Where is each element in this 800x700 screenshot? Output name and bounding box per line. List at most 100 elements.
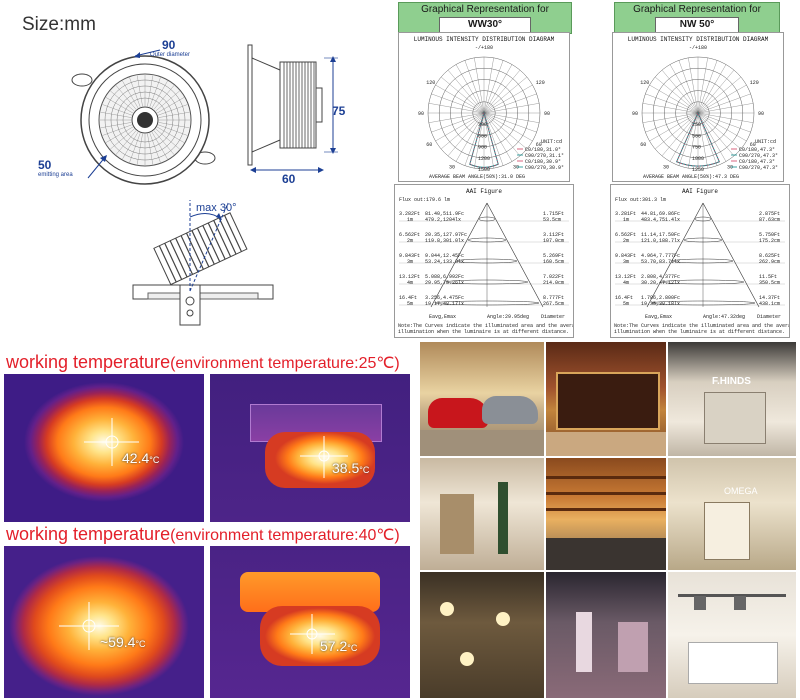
aai-left-bottom: 4m	[407, 280, 413, 286]
aai-left-top: 13.12Ft	[399, 274, 420, 280]
polar-spoke	[649, 112, 699, 142]
reflector-facet-line	[129, 133, 141, 163]
height-dimension: 75	[332, 104, 346, 118]
aai-right-top: 3.112Ft	[543, 232, 564, 238]
polar-spoke	[474, 112, 485, 169]
car-shape	[482, 396, 538, 424]
polar-spoke	[428, 103, 485, 114]
depth-dimension: 60	[282, 172, 296, 186]
aai-center-bottom: 30.20,47.12lx	[641, 280, 680, 286]
reflector-facet-line	[149, 133, 161, 163]
emitting-area-value: 50	[38, 158, 52, 172]
polar-spoke	[483, 84, 533, 114]
aai-left-top: 3.281Ft	[615, 211, 636, 217]
aai-left-bottom: 3m	[623, 259, 629, 265]
aai-center-top: 9.044,12.45Fc	[425, 253, 464, 259]
polar-tick-left: 90	[632, 111, 638, 117]
photo-shop-interior	[420, 458, 544, 570]
photo-track-lights	[668, 572, 796, 698]
reflector-facet-line	[129, 77, 141, 107]
polar-spoke	[455, 112, 485, 162]
polar-spoke	[645, 112, 699, 133]
polar-spoke	[669, 112, 699, 162]
crosshair-icon	[59, 602, 119, 650]
aai-foot-right: Diameter	[541, 314, 565, 320]
aai-center-top: 20.35,127.97Fc	[425, 232, 467, 238]
heading-suffix: (environment temperature:25℃)	[170, 355, 400, 372]
reflector-facet-line	[115, 85, 137, 110]
reflector-facet-line	[153, 85, 175, 110]
aai-cone-edge	[702, 202, 760, 308]
polar-spoke	[441, 112, 485, 150]
polar-spoke	[697, 70, 735, 114]
polar-legend-entry: C90/270,31.1°	[525, 153, 564, 159]
polar-tick-left: 120	[640, 80, 649, 86]
temperature-reading: 38.5°C	[332, 460, 370, 476]
aai-left-bottom: 1m	[407, 217, 413, 223]
mannequin-shape	[576, 612, 592, 672]
polar-ring-label: 900	[478, 145, 487, 151]
reflector-facet-line	[147, 133, 154, 165]
polar-spoke	[642, 103, 699, 114]
polar-ring-label: 250	[692, 122, 701, 128]
aai-right-top: 5.750Ft	[759, 232, 780, 238]
polar-spoke	[642, 112, 699, 123]
aai-flux: Flux out:301.3 lm	[615, 197, 666, 203]
polar-beam-curve	[469, 111, 499, 168]
photo-ceiling-downlights	[420, 572, 544, 698]
reflector-facet-line	[149, 77, 161, 107]
polar-ring-label: 1000	[692, 156, 704, 162]
polar-legend-entry: C0/180,47.3°	[739, 159, 775, 165]
photometric-header-text: Graphical Representation for	[633, 4, 761, 15]
polar-spoke	[678, 112, 699, 166]
polar-unit: UNIT:cd	[755, 139, 776, 145]
aai-right-bottom: 214.0cm	[543, 280, 564, 286]
polar-title: LUMINOUS INTENSITY DISTRIBUTION DIAGRAM	[628, 36, 769, 43]
rack-shape	[618, 622, 648, 672]
polar-ring-label: 1200	[478, 156, 490, 162]
downlight-top-view-drawing	[71, 49, 216, 185]
polar-spoke	[697, 112, 754, 123]
working-temperature-heading-40: working temperature(environment temperat…	[6, 524, 400, 545]
aai-left-bottom: 2m	[623, 238, 629, 244]
track-light-shape	[734, 596, 746, 610]
polar-spoke	[483, 112, 540, 123]
beam-label-ww30: WW30°	[439, 17, 531, 33]
aai-title: AAI Figure	[682, 188, 718, 195]
temperature-reading: 42.4°C	[122, 450, 160, 466]
reflector-facet-line	[136, 133, 143, 165]
reflector-facet-line	[136, 75, 143, 107]
polar-spoke	[483, 103, 540, 114]
temperature-reading: 57.2°C	[320, 638, 358, 654]
polar-spoke	[435, 112, 485, 142]
polar-spoke	[697, 112, 741, 150]
aai-left-top: 16.4Ft	[615, 295, 633, 301]
polar-spoke	[447, 70, 485, 114]
polar-spoke	[483, 112, 494, 169]
reflector-facet-line	[122, 80, 139, 108]
beam-shape	[546, 492, 666, 495]
aai-center-bottom: 119.8,301.0lx	[425, 238, 464, 244]
emitting-area-label: emitting area	[38, 172, 73, 178]
reflector-facet-line	[151, 80, 168, 108]
polar-spoke	[697, 64, 727, 114]
polar-spoke	[464, 60, 485, 114]
aai-title: AAI Figure	[466, 188, 502, 195]
polar-ring-label: 750	[692, 145, 701, 151]
reflector-facet-line	[155, 128, 180, 150]
reflector-facet-line	[102, 104, 132, 116]
beam-shape	[546, 476, 666, 479]
polar-spoke	[455, 64, 485, 114]
reflector-facet-line	[158, 122, 190, 129]
polar-spoke	[661, 112, 699, 156]
polar-unit: UNIT:cd	[541, 139, 562, 145]
thermal-heatsink-shape	[265, 432, 375, 488]
store-sign: OMEGA	[724, 486, 758, 496]
heading-suffix: (environment temperature:40℃)	[170, 527, 400, 544]
polar-spoke	[669, 64, 699, 114]
track-shape	[678, 594, 786, 597]
aai-center-bottom: 29.95,75.26lx	[425, 280, 464, 286]
photometric-header-text: Graphical Representation for	[421, 4, 549, 15]
aai-right-bottom: 267.5cm	[543, 301, 564, 307]
